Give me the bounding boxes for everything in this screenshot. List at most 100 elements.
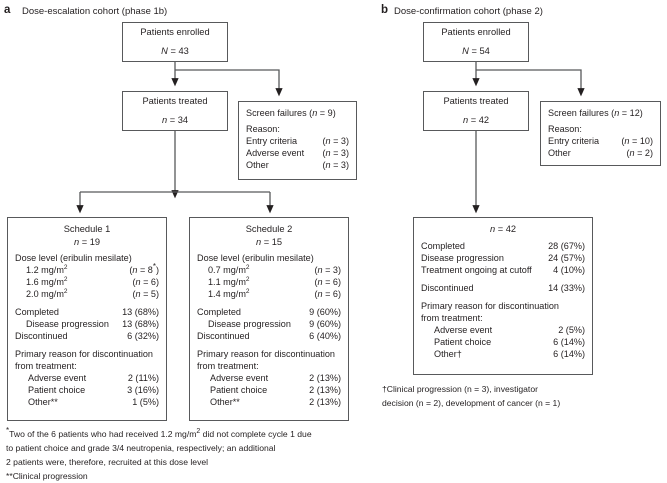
outcome-value: 6 (32%) xyxy=(127,331,159,342)
box-patients-enrolled-b: Patients enrolled N = 54 xyxy=(423,22,529,62)
disc-reason-value: 2 (11%) xyxy=(127,373,159,384)
outcome-value: 6 (40%) xyxy=(309,331,341,342)
outcome-row: Discontinued 6 (32%) xyxy=(15,330,159,342)
outcome-row: Disease progression 9 (60%) xyxy=(197,318,341,330)
disc-reason-value: 2 (13%) xyxy=(309,373,341,384)
disc-reason-value: 1 (5%) xyxy=(132,397,159,408)
treated-label-a: Patients treated xyxy=(142,96,208,107)
dose-label: 0.7 mg/m2 xyxy=(208,264,250,276)
outcome-row: Disease progression 13 (68%) xyxy=(15,318,159,330)
disc-reason-row: Other** 2 (13%) xyxy=(197,396,341,408)
screen-failures-reason-label-a: Reason: xyxy=(246,124,280,134)
treated-count-a: n = 34 xyxy=(161,115,189,125)
outcome-row: Discontinued 6 (40%) xyxy=(197,330,341,342)
dose-row: 2.0 mg/m2 (n = 5) xyxy=(15,288,159,300)
outcome-value: 9 (60%) xyxy=(309,319,341,330)
screen-failure-reason-row: Entry criteria (n = 3) xyxy=(246,135,349,147)
dose-value: (n = 8*) xyxy=(129,262,159,276)
panel-a-letter: a xyxy=(4,4,11,16)
outcome-value: 13 (68%) xyxy=(122,319,159,330)
dose-value: (n = 6) xyxy=(314,277,341,288)
dose-level-label-1: Dose level (eribulin mesilate) xyxy=(15,253,132,264)
outcome-value: 28 (67%) xyxy=(548,240,585,251)
outcome-label: Treatment ongoing at cutoff xyxy=(421,264,532,275)
outcome-label: Completed xyxy=(15,307,59,318)
screen-failure-reason-row: Other (n = 3) xyxy=(246,159,349,171)
screen-failure-reason-row: Other (n = 2) xyxy=(548,147,653,159)
enrolled-label-a: Patients enrolled xyxy=(140,27,210,38)
disc-reason-label: Other** xyxy=(28,397,58,408)
reason-value: (n = 3) xyxy=(322,136,349,146)
outcome-label: Disease progression xyxy=(421,252,504,263)
dose-row: 1.1 mg/m2 (n = 6) xyxy=(197,276,341,288)
outcome-value: 24 (57%) xyxy=(548,252,585,263)
reason-value: (n = 10) xyxy=(621,136,653,146)
reason-value: (n = 3) xyxy=(322,160,349,170)
disc-heading-2b: from treatment: xyxy=(197,361,259,372)
disc-heading-1b: from treatment: xyxy=(15,361,77,372)
footnote-a-line-3: 2 patients were, therefore, recruited at… xyxy=(6,457,209,467)
panel-a-title: Dose-escalation cohort (phase 1b) xyxy=(22,6,168,17)
outcome-row: Completed 9 (60%) xyxy=(197,306,341,318)
outcome-label: Disease progression xyxy=(26,319,109,330)
results-n-b: n = 42 xyxy=(489,224,517,234)
screen-failure-reason-row: Adverse event (n = 3) xyxy=(246,147,349,159)
screen-failures-reason-label-b: Reason: xyxy=(548,124,582,134)
screen-failures-title-b: Screen failures (n = 12) xyxy=(548,108,643,118)
box-patients-treated-b: Patients treated n = 42 xyxy=(423,91,529,131)
disc-reason-value: 2 (13%) xyxy=(309,385,341,396)
disc-reason-value: 2 (5%) xyxy=(558,324,585,335)
outcome-value: 14 (33%) xyxy=(548,282,585,293)
box-patients-enrolled-a: Patients enrolled N = 43 xyxy=(122,22,228,62)
reason-label: Other xyxy=(548,148,571,158)
enrolled-count-b: N = 54 xyxy=(462,46,490,56)
dose-value: (n = 3) xyxy=(314,265,341,276)
box-screen-failures-a: Screen failures (n = 9) Reason: Entry cr… xyxy=(238,101,357,180)
disc-reason-row: Adverse event 2 (5%) xyxy=(421,324,585,336)
box-results-b: n = 42 Completed 28 (67%) Disease progre… xyxy=(413,217,593,375)
panel-b-title: Dose-confirmation cohort (phase 2) xyxy=(394,6,543,17)
schedule-1-title: Schedule 1 xyxy=(63,224,111,234)
outcome-label: Discontinued xyxy=(15,331,68,342)
disc-heading-2a: Primary reason for discontinuation xyxy=(197,349,335,360)
dose-label: 1.2 mg/m2 xyxy=(26,264,68,276)
dose-label: 1.1 mg/m2 xyxy=(208,276,250,288)
treated-count-b: n = 42 xyxy=(462,115,490,125)
disc-reason-label: Adverse event xyxy=(210,373,269,384)
disc-reason-value: 6 (14%) xyxy=(553,348,585,359)
disc-reason-value: 3 (16%) xyxy=(127,385,159,396)
reason-value: (n = 3) xyxy=(322,148,349,158)
reason-label: Adverse event xyxy=(246,148,305,158)
treated-label-b: Patients treated xyxy=(443,96,509,107)
box-schedule-1: Schedule 1 n = 19 Dose level (eribulin m… xyxy=(7,217,167,421)
footnote-a-line-2: to patient choice and grade 3/4 neutrope… xyxy=(6,443,276,453)
disc-reason-row: Other† 6 (14%) xyxy=(421,348,585,360)
enrolled-count-a: N = 43 xyxy=(161,46,189,56)
disc-reason-row: Other** 1 (5%) xyxy=(15,396,159,408)
outcome-value: 13 (68%) xyxy=(122,307,159,318)
disc-reason-row: Patient choice 6 (14%) xyxy=(421,336,585,348)
dose-value: (n = 6) xyxy=(314,289,341,300)
outcome-row: Completed 13 (68%) xyxy=(15,306,159,318)
schedule-2-n: n = 15 xyxy=(255,236,283,247)
outcome-label: Completed xyxy=(197,307,241,318)
dose-label: 1.6 mg/m2 xyxy=(26,276,68,288)
footnote-a-line-1: *Two of the 6 patients who had received … xyxy=(6,426,312,439)
outcome-label: Discontinued xyxy=(197,331,250,342)
dose-label: 1.4 mg/m2 xyxy=(208,288,250,300)
disc-heading-1a: Primary reason for discontinuation xyxy=(15,349,153,360)
outcome-row: Discontinued 14 (33%) xyxy=(421,282,585,294)
disc-reason-label: Patient choice xyxy=(210,385,268,396)
screen-failures-title-a: Screen failures (n = 9) xyxy=(246,108,336,118)
outcome-label: Discontinued xyxy=(421,282,474,293)
outcome-row: Treatment ongoing at cutoff 4 (10%) xyxy=(421,264,585,276)
box-schedule-2: Schedule 2 n = 15 Dose level (eribulin m… xyxy=(189,217,349,421)
footnote-b-line-2: decision (n = 2), development of cancer … xyxy=(382,398,561,408)
disc-reason-row: Patient choice 2 (13%) xyxy=(197,384,341,396)
dose-value: (n = 6) xyxy=(132,277,159,288)
disc-reason-row: Patient choice 3 (16%) xyxy=(15,384,159,396)
dose-level-label-2: Dose level (eribulin mesilate) xyxy=(197,253,314,264)
outcome-value: 4 (10%) xyxy=(553,264,585,275)
outcome-label: Disease progression xyxy=(208,319,291,330)
